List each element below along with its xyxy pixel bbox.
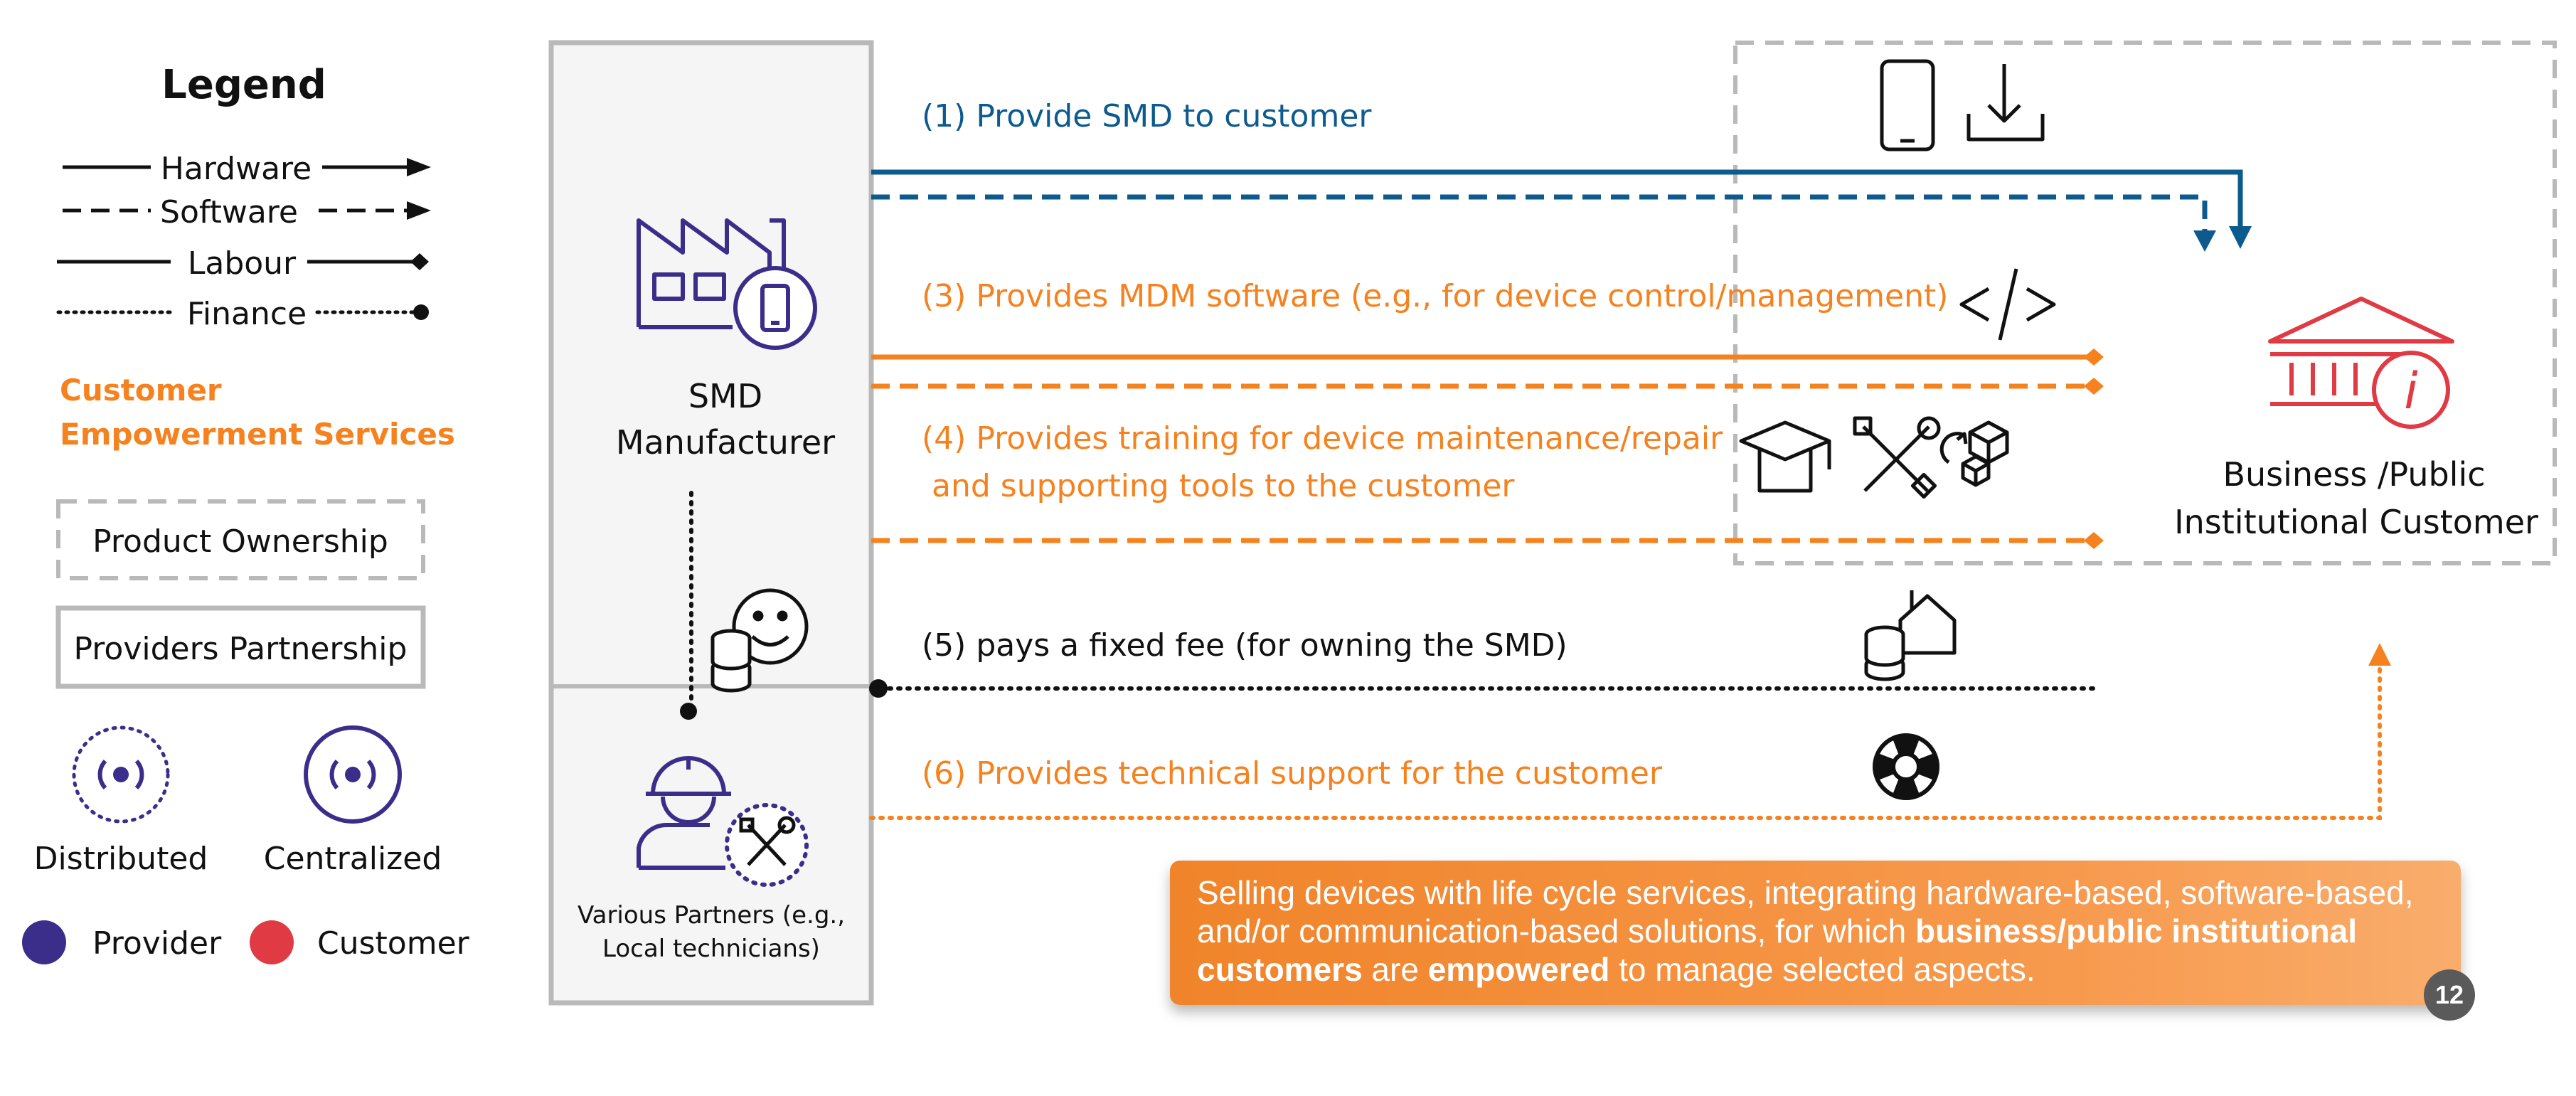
legend-customer: Customer: [317, 925, 470, 962]
boxes-icon: [1939, 420, 2009, 487]
legend-finance: Finance: [56, 296, 429, 332]
summary-callout: Selling devices with life cycle services…: [1170, 861, 2461, 1005]
flow-3-label: (3) Provides MDM software (e.g., for dev…: [922, 278, 1948, 314]
legend-hardware-label: Hardware: [161, 151, 312, 187]
legend-software-label: Software: [160, 194, 298, 230]
flow-5: (5) pays a fixed fee (for owning the SMD…: [869, 627, 2097, 698]
dot-head-icon: [413, 304, 429, 320]
customer-label-2: Institutional Customer: [2174, 503, 2538, 541]
customer-dot: [250, 920, 294, 964]
legend-finance-label: Finance: [187, 296, 307, 332]
tools-small-icon: [739, 816, 796, 866]
bank-icon: i: [2268, 297, 2454, 429]
legend-product-ownership-box: [56, 499, 425, 580]
partners-label-1: Various Partners (e.g.,: [578, 901, 845, 930]
legend-title: Legend: [161, 62, 326, 108]
flow-5-label: (5) pays a fixed fee (for owning the SMD…: [922, 627, 1568, 664]
legend-labour-label: Labour: [188, 245, 297, 282]
coins-house-icon: [1864, 590, 1957, 681]
page-number-badge: 12: [2424, 969, 2475, 1021]
arrow-head-icon: [407, 158, 431, 176]
manufacturer-label-2: Manufacturer: [616, 423, 835, 462]
legend-labour: Labour: [57, 245, 429, 282]
legend-centralized: Centralized: [264, 841, 442, 877]
factory-icon: [637, 218, 817, 350]
customer-label-1: Business /Public: [2223, 455, 2485, 494]
download-icon: [1966, 64, 2045, 142]
arrow-head-icon: [407, 201, 431, 220]
smartphone-icon: [1880, 59, 1935, 151]
legend-hardware: Hardware: [63, 151, 431, 187]
flow-1-label: (1) Provide SMD to customer: [922, 98, 1372, 134]
providers-partnership-box: [548, 40, 874, 1006]
callout-bold-1: business/public institutional customers: [1197, 913, 2358, 988]
legend: Legend Hardware Software Labour Finance: [22, 62, 470, 964]
lifebuoy-icon: [1873, 733, 1939, 800]
tools-icon: [1853, 416, 1941, 499]
coins-smile-icon: [710, 588, 809, 693]
provider-dot: [22, 920, 66, 964]
legend-provider: Provider: [92, 925, 222, 962]
provider-column: SMD Manufacturer: [548, 40, 874, 1006]
legend-providers-partnership-box: [55, 605, 426, 689]
legend-ces-title-1: Customer: [60, 373, 222, 408]
centralized-icon: [304, 725, 402, 824]
svg-text:i: i: [2404, 362, 2418, 420]
legend-distributed: Distributed: [34, 841, 208, 877]
callout-text-3: to manage selected aspects.: [1609, 951, 2035, 988]
distributed-icon: [72, 725, 170, 824]
flow-4: (4) Provides training for device mainten…: [871, 420, 2104, 549]
diamond-head-icon: [410, 253, 429, 270]
legend-product-ownership: Product Ownership: [92, 523, 388, 560]
legend-providers-partnership: Providers Partnership: [74, 631, 408, 667]
product-ownership-box: [1733, 41, 2557, 565]
partners-label-2: Local technicians): [602, 935, 820, 963]
flow-4-label-1: (4) Provides training for device mainten…: [922, 420, 1723, 457]
code-icon: [1959, 268, 2056, 341]
graduation-cap-icon: [1739, 420, 1831, 493]
flow-6: (6) Provides technical support for the c…: [869, 643, 2391, 820]
legend-ces-title-2: Empowerment Services: [60, 417, 455, 452]
legend-software: Software: [63, 194, 431, 230]
callout-text-2: are: [1362, 951, 1428, 988]
flow-6-label: (6) Provides technical support for the c…: [922, 755, 1663, 792]
flow-1: (1) Provide SMD to customer: [871, 98, 2252, 252]
callout-text-1: Selling devices with life cycle services…: [1197, 874, 2414, 949]
flow-3: (3) Provides MDM software (e.g., for dev…: [871, 278, 2104, 395]
manufacturer-label-1: SMD: [688, 377, 762, 415]
flow-4-label-2: and supporting tools to the customer: [932, 468, 1515, 504]
callout-bold-2: empowered: [1427, 951, 1610, 988]
